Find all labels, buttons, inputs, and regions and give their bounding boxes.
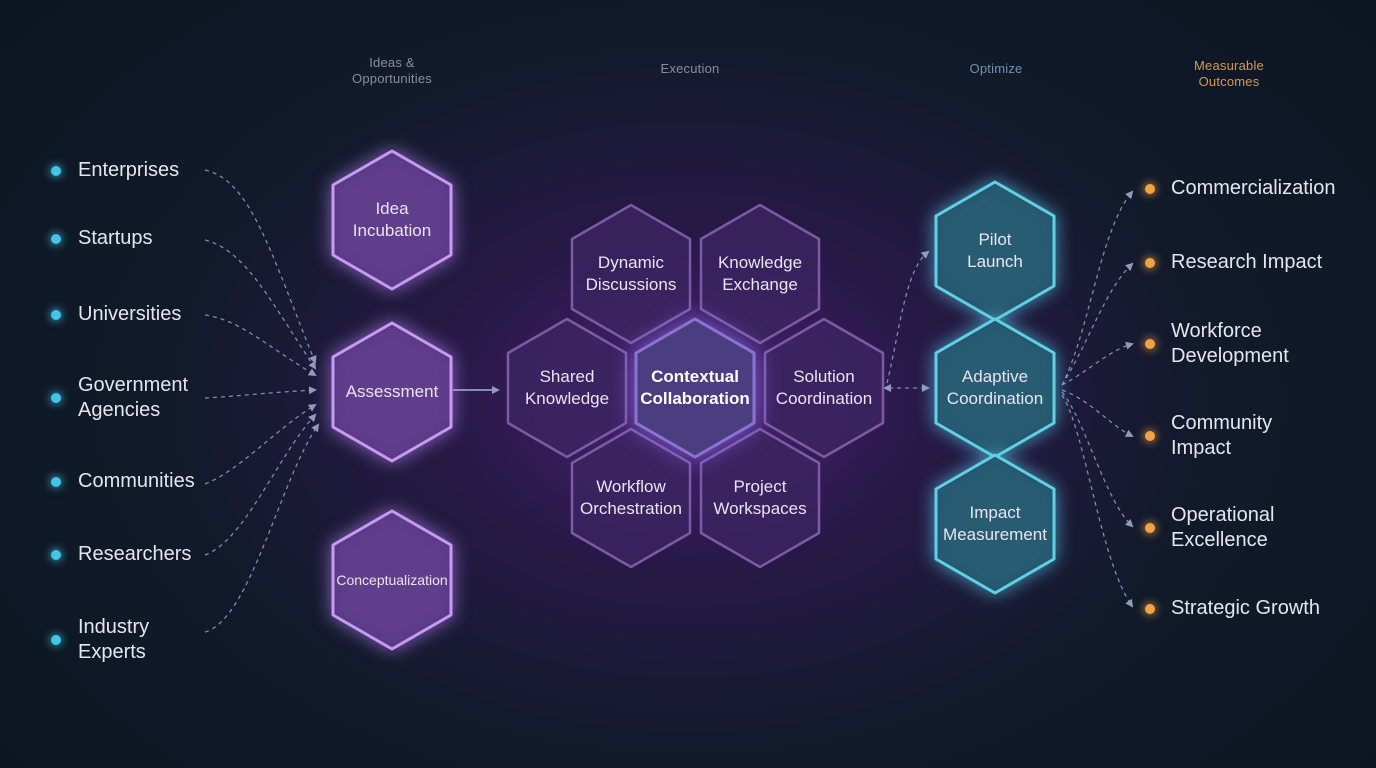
hex-label: Adaptive Coordination [946, 367, 1044, 408]
stakeholder-government-agencies: Government Agencies [51, 373, 188, 423]
hexagon-shape [331, 509, 453, 651]
outcome-label: Workforce Development [1171, 320, 1289, 367]
hex-contextual-collaboration: Contextual Collaboration [633, 317, 757, 459]
stakeholder-label: Universities [78, 303, 182, 325]
outcome-label: Research Impact [1171, 251, 1323, 273]
hexagon-shape [634, 317, 756, 459]
bullet-dot [1145, 431, 1155, 441]
connector-strategic [1061, 394, 1134, 608]
hex-project-workspaces: Project Workspaces [698, 427, 822, 569]
hexagon-shape [331, 321, 453, 463]
bullet-dot [1145, 523, 1155, 533]
hex-dynamic-discussions: Dynamic Discussions [569, 203, 693, 345]
hexagon-shape [331, 149, 453, 291]
hex-label: Solution Coordination [775, 367, 873, 408]
outcome-label: Strategic Growth [1171, 597, 1320, 619]
bullet-dot [51, 549, 61, 560]
header-optimize: Optimize [969, 61, 1023, 76]
stakeholder-label: Communities [78, 470, 195, 492]
hex-label: Assessment [345, 382, 439, 401]
connector-government [204, 386, 317, 399]
hex-label: Workflow Orchestration [579, 477, 683, 518]
header-execution: Execution [660, 61, 720, 76]
connector-enterprises [204, 169, 317, 364]
connector-community [1061, 389, 1134, 437]
hexagon-shape [570, 203, 692, 345]
hex-solution-coordination: Solution Coordination [762, 317, 886, 459]
stakeholder-label: Researchers [78, 543, 192, 565]
hex-label: Impact Measurement [943, 503, 1047, 544]
bullet-dot [51, 393, 61, 403]
hex-label: Knowledge Exchange [717, 253, 803, 294]
outcome-workforce-development: Workforce Development [1145, 319, 1289, 369]
connector-industry [204, 423, 320, 633]
stakeholder-startups: Startups [51, 226, 152, 251]
stakeholder-enterprises: Enterprises [51, 158, 179, 183]
outcome-label: Community Impact [1171, 412, 1273, 459]
bullet-dot [51, 309, 61, 320]
bullet-dot [1145, 183, 1155, 194]
connector-communities [204, 403, 317, 485]
hex-conceptualization: Conceptualization [330, 509, 454, 651]
bullet-dot [51, 635, 61, 645]
header-outcomes: Measurable Outcomes [1194, 58, 1264, 89]
hex-pilot-launch: Pilot Launch [933, 180, 1057, 322]
stakeholder-universities: Universities [51, 302, 181, 327]
connector-universities [204, 314, 317, 377]
hex-label: Conceptualization [336, 572, 448, 588]
stakeholder-label: Government Agencies [78, 374, 189, 421]
outcome-operational-excellence: Operational Excellence [1145, 503, 1274, 553]
outcome-research-impact: Research Impact [1145, 250, 1322, 275]
header-ideas: Ideas & Opportunities [352, 55, 432, 86]
bullet-dot [1145, 603, 1155, 614]
hex-adaptive-coordination: Adaptive Coordination [933, 317, 1057, 459]
hexagon-shape [699, 203, 821, 345]
connector-operational [1061, 391, 1134, 528]
bullet-dot [1145, 257, 1155, 268]
hex-label: Dynamic Discussions [585, 253, 677, 294]
hex-label: Pilot Launch [967, 230, 1023, 271]
stakeholder-label: Enterprises [78, 159, 180, 181]
outcome-commercialization: Commercialization [1145, 176, 1336, 201]
hex-label: Contextual Collaboration [640, 367, 750, 408]
hex-label: Idea Incubation [352, 199, 432, 240]
hex-idea-incubation: Idea Incubation [330, 149, 454, 291]
hex-knowledge-exchange: Knowledge Exchange [698, 203, 822, 345]
stakeholder-researchers: Researchers [51, 542, 191, 567]
bullet-dot [51, 233, 61, 244]
bullet-dot [1145, 339, 1155, 349]
stakeholder-label: Startups [78, 227, 153, 249]
hex-label: Shared Knowledge [524, 367, 610, 408]
bullet-dot [51, 476, 61, 487]
connector-researchers [204, 413, 317, 556]
bullet-dot [51, 165, 61, 176]
hexagon-shape [934, 453, 1056, 595]
outcome-community-impact: Community Impact [1145, 411, 1272, 461]
connector-commercialization [1061, 190, 1134, 386]
connector-workforce [1061, 341, 1134, 386]
connector-research-impact [1061, 262, 1134, 386]
stakeholder-label: Industry Experts [78, 616, 150, 663]
hexagon-shape [570, 427, 692, 569]
hex-shared-knowledge: Shared Knowledge [505, 317, 629, 459]
outcome-label: Operational Excellence [1171, 504, 1275, 551]
hexagon-shape [763, 317, 885, 459]
connector-solution-pilot [886, 250, 930, 384]
outcome-strategic-growth: Strategic Growth [1145, 596, 1320, 621]
hex-label: Project Workspaces [713, 477, 807, 518]
hex-workflow-orchestration: Workflow Orchestration [569, 427, 693, 569]
hex-assessment: Assessment [330, 321, 454, 463]
connector-startups [204, 239, 317, 370]
outcome-label: Commercialization [1171, 177, 1336, 199]
stakeholder-industry-experts: Industry Experts [51, 615, 149, 665]
hexagon-shape [699, 427, 821, 569]
hex-impact-measurement: Impact Measurement [933, 453, 1057, 595]
stakeholder-communities: Communities [51, 469, 195, 494]
hexagon-shape [506, 317, 628, 459]
